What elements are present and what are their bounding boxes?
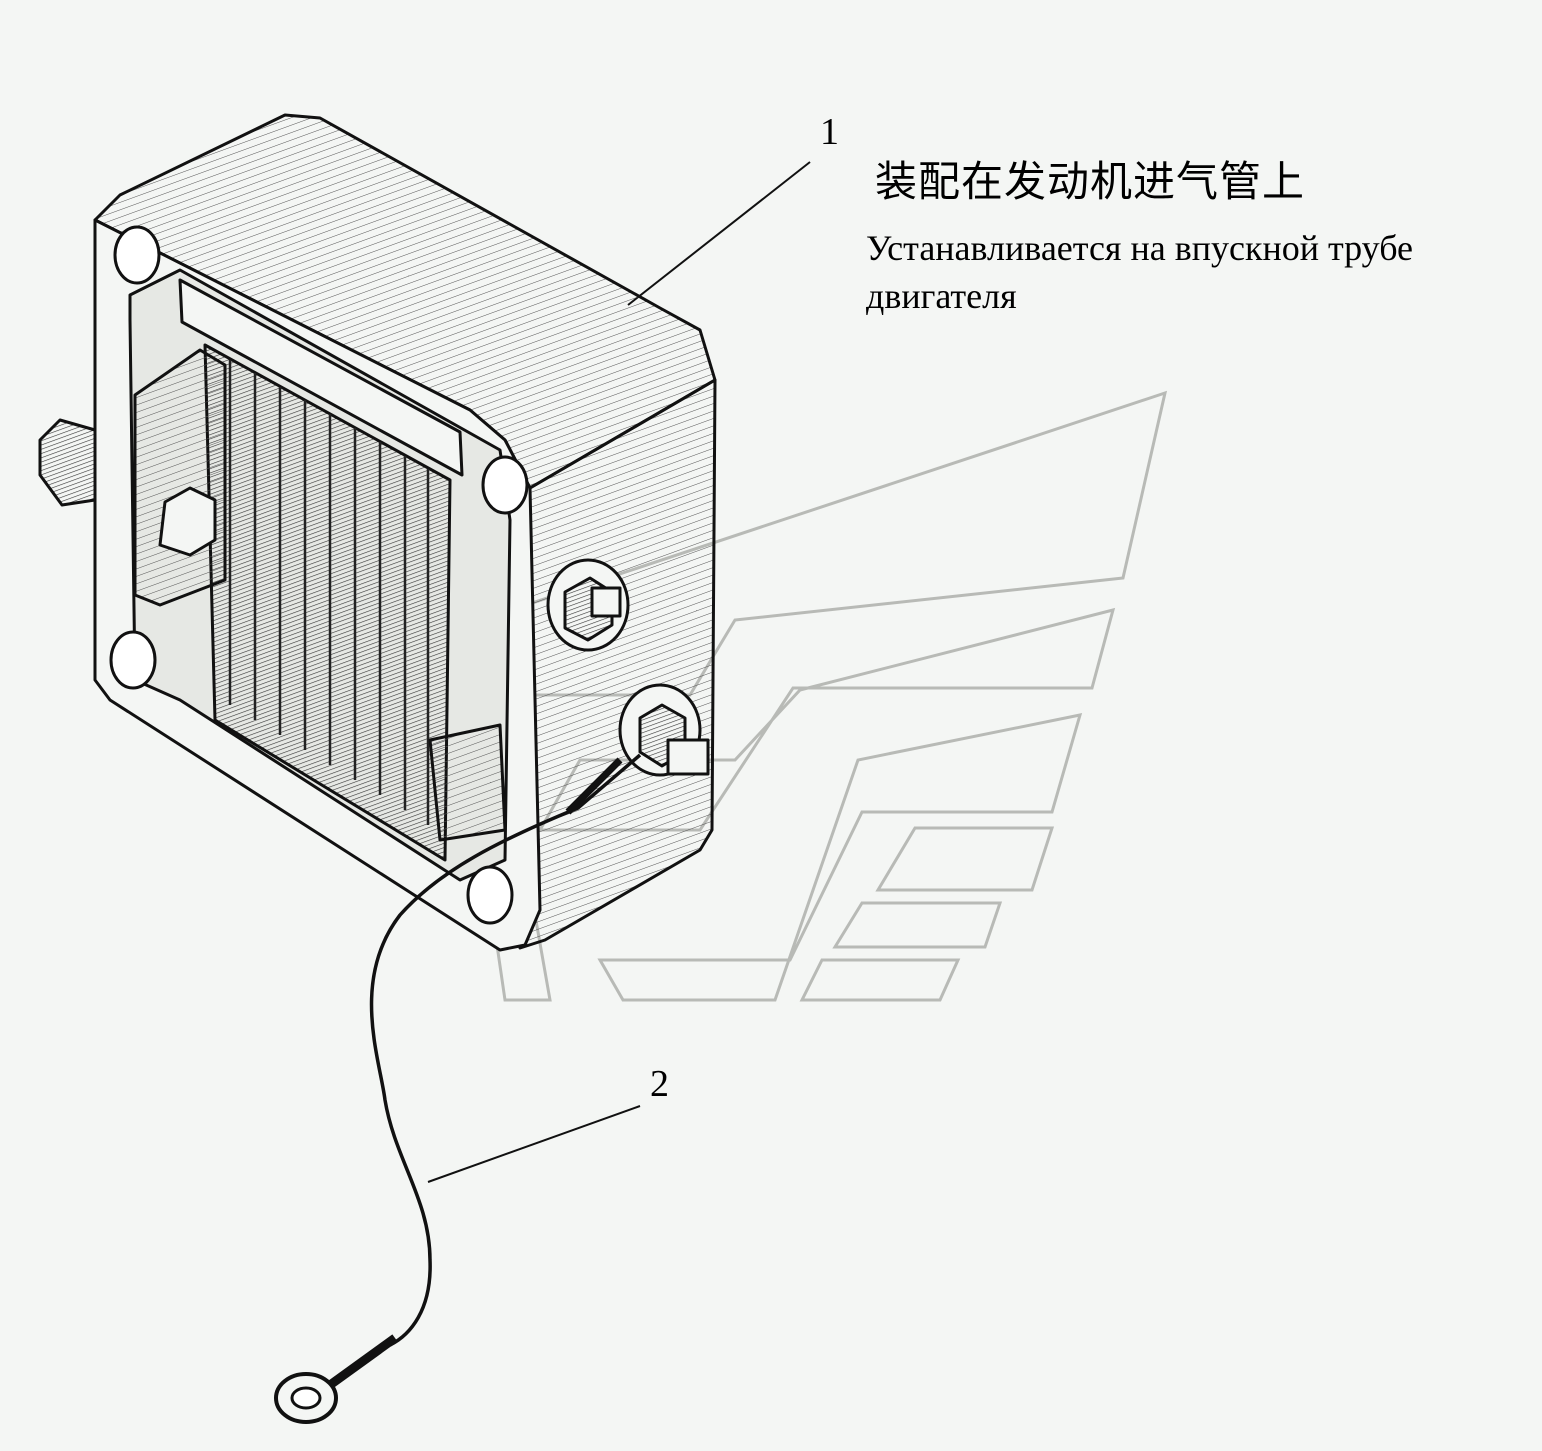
- mounting-hole-icon: [113, 225, 161, 285]
- ground-wire: [274, 753, 642, 1424]
- caption-chinese: 装配在发动机进气管上: [875, 157, 1306, 206]
- mounting-hole-icon: [466, 865, 514, 925]
- leader-line-1: [627, 161, 811, 306]
- intake-air-heater: [38, 113, 717, 952]
- callout-number-1: 1: [820, 111, 839, 153]
- hex-bolt-icon: [158, 486, 217, 557]
- terminal-nut-icon: [546, 558, 630, 652]
- caption-russian: Устанавливается на впускной трубе двигат…: [866, 228, 1414, 316]
- leader-line-2: [427, 1105, 641, 1183]
- mounting-hole-icon: [109, 630, 157, 690]
- callout-number-2: 2: [650, 1063, 669, 1105]
- terminal-nut-icon: [618, 683, 710, 777]
- side-plug-icon: [38, 418, 97, 507]
- mounting-hole-icon: [481, 455, 529, 515]
